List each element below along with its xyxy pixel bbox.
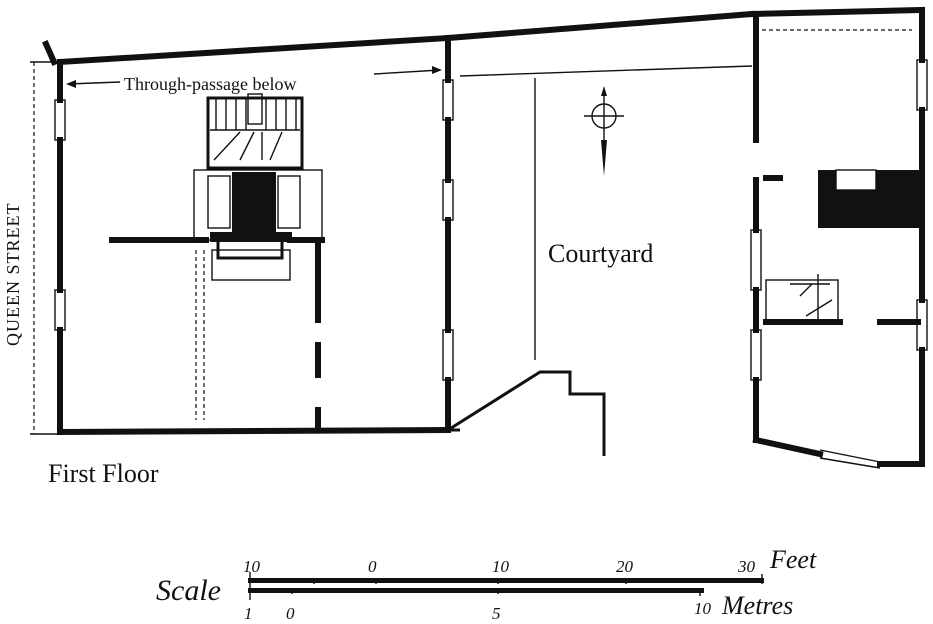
north-arrow-icon <box>584 86 624 176</box>
metres-tick-minus1: 1 <box>244 604 253 623</box>
passage-label-group: Through-passage below <box>66 66 442 94</box>
feet-tick-0: 0 <box>368 557 377 576</box>
through-passage-label: Through-passage below <box>124 74 296 94</box>
metres-tick-5: 5 <box>492 604 501 623</box>
street-name-label: QUEEN STREET <box>3 203 23 346</box>
feet-tick-20: 20 <box>616 557 634 576</box>
east-range <box>444 6 928 469</box>
metres-unit-label: Metres <box>721 591 793 620</box>
feet-tick-30: 30 <box>737 557 756 576</box>
west-range <box>30 34 454 436</box>
metres-tick-0: 0 <box>286 604 295 623</box>
courtyard-label: Courtyard <box>548 239 653 268</box>
feet-tick-10: 10 <box>492 557 510 576</box>
floor-level-label: First Floor <box>48 459 159 488</box>
feet-unit-label: Feet <box>769 545 817 574</box>
scale-title: Scale <box>156 574 221 607</box>
metres-tick-10: 10 <box>694 599 712 618</box>
feet-tick-minus10: 10 <box>243 557 261 576</box>
scale-bar: Scale 10 0 10 20 30 Feet 1 0 5 10 Metres <box>156 545 817 623</box>
courtyard <box>447 65 753 456</box>
